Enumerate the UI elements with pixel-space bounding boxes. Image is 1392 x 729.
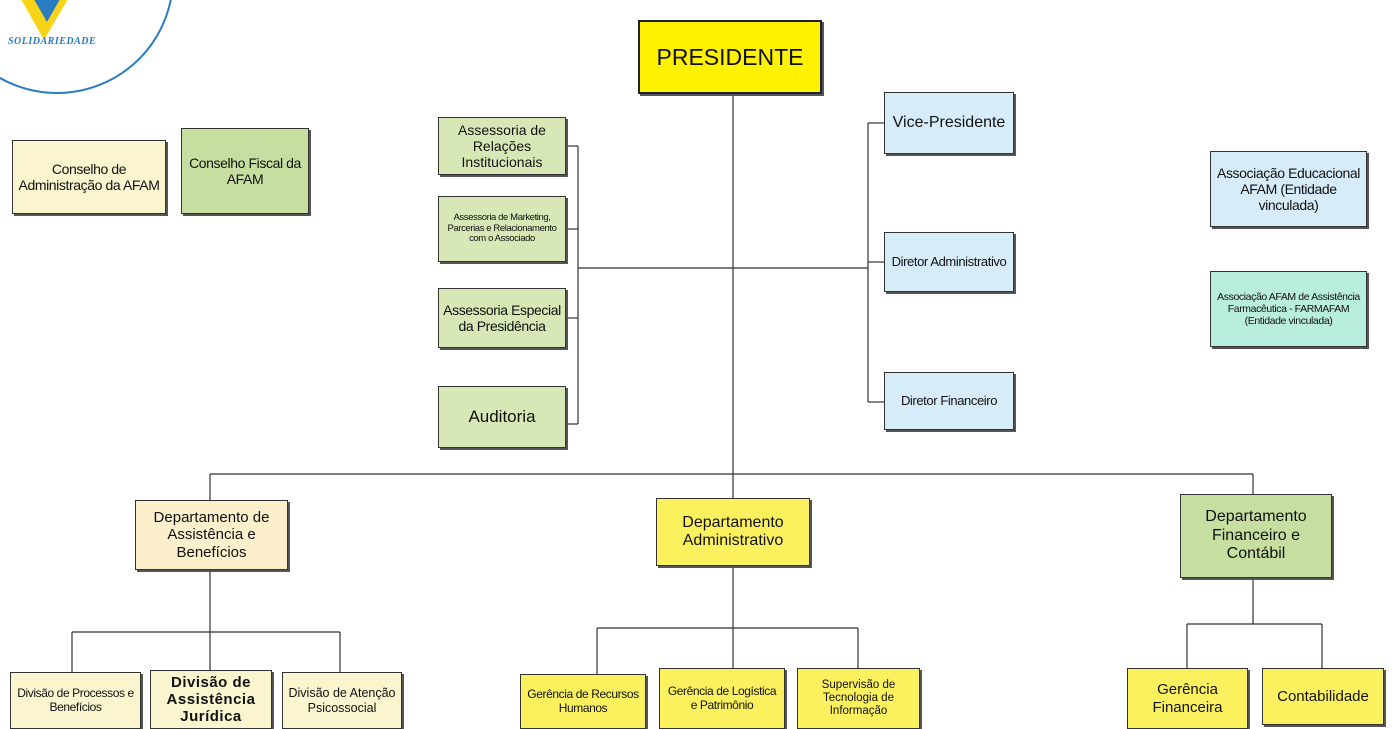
linked-entity-farmafam-box: Associação AFAM de Assistência Farmacêut… — [1210, 271, 1367, 347]
division-legal-box: Divisão de Assistência Jurídica — [150, 670, 272, 729]
department-assistance-box: Departamento de Assistência e Benefícios — [135, 500, 288, 570]
division-processes-box: Divisão de Processos e Benefícios — [10, 672, 141, 729]
department-administrative-box: Departamento Administrativo — [656, 498, 810, 566]
logo-text: SOLIDARIEDADE — [8, 36, 97, 47]
council-administration-box: Conselho de Administração da AFAM — [12, 140, 166, 214]
financial-director-box: Diretor Financeiro — [884, 372, 1014, 430]
advisory-institutional-relations-box: Assessoria de Relações Institucionais — [438, 117, 566, 175]
audit-box: Auditoria — [438, 386, 566, 448]
council-fiscal-box: Conselho Fiscal da AFAM — [181, 128, 309, 214]
advisory-special-box: Assessoria Especial da Presidência — [438, 288, 566, 348]
logo-emblem-icon — [21, 0, 68, 40]
division-psychosocial-box: Divisão de Atenção Psicossocial — [282, 672, 402, 729]
administrative-director-box: Diretor Administrativo — [884, 232, 1014, 292]
management-finance-box: Gerência Financeira — [1127, 668, 1248, 729]
supervision-it-box: Supervisão de Tecnologia de Informação — [797, 668, 920, 729]
linked-entity-educational-box: Associação Educacional AFAM (Entidade vi… — [1210, 151, 1367, 227]
management-hr-box: Gerência de Recursos Humanos — [520, 674, 646, 729]
management-logistics-box: Gerência de Logística e Patrimônio — [659, 668, 785, 729]
vice-president-box: Vice-Presidente — [884, 92, 1014, 154]
department-financial-box: Departamento Financeiro e Contábil — [1180, 494, 1332, 578]
advisory-marketing-box: Assessoria de Marketing, Parcerias e Rel… — [438, 196, 566, 262]
president-box: PRESIDENTE — [638, 20, 822, 94]
accounting-box: Contabilidade — [1262, 668, 1384, 725]
afam-logo — [0, 0, 174, 94]
